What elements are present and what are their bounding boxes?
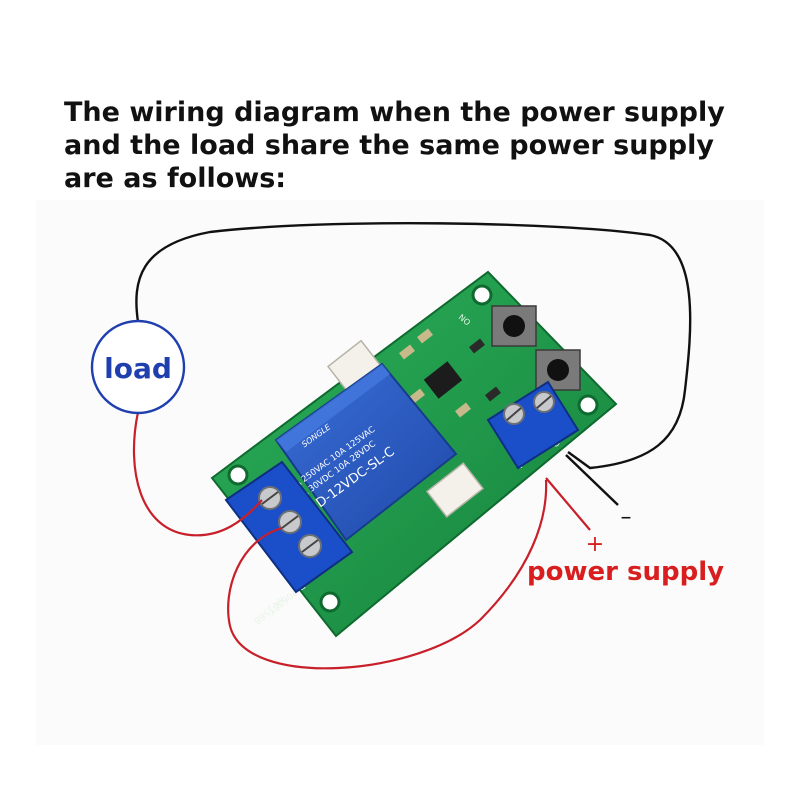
load-label: load	[104, 352, 172, 385]
relay: SONGLE 10A 250VAC 10A 125VAC 10A 30VDC 1…	[274, 362, 458, 542]
relay-output-terminal	[224, 460, 354, 594]
ic-chip	[423, 361, 463, 399]
smd-resistor	[409, 388, 425, 404]
minus-sign: –	[621, 505, 632, 530]
red-wire-load-to-relay	[132, 411, 263, 537]
load-symbol: load	[90, 319, 186, 415]
mounting-hole	[227, 464, 249, 486]
plus-sign: +	[586, 532, 604, 557]
heading-line-2: and the load share the same power supply	[64, 130, 714, 161]
mounting-hole	[319, 591, 341, 613]
heading-line-3: are as follows:	[64, 163, 287, 194]
diagram-heading: The wiring diagram when the power supply…	[64, 96, 764, 195]
power-input-terminal	[486, 380, 580, 470]
mounting-hole	[577, 394, 599, 416]
smd-resistor	[485, 386, 501, 402]
push-button	[535, 349, 581, 391]
smd-resistor	[417, 328, 433, 344]
smd-resistor	[469, 338, 485, 354]
black-wire-load-to-gnd	[135, 222, 692, 470]
black-wire-minus-lead	[565, 454, 619, 506]
push-button	[491, 305, 537, 347]
red-wire-relay-to-vcc	[227, 479, 548, 670]
mounting-hole	[471, 284, 493, 306]
heading-line-1: The wiring diagram when the power supply	[64, 97, 725, 128]
jst-connector	[425, 462, 485, 518]
smd-resistor	[455, 402, 471, 418]
smd-resistor	[399, 344, 415, 360]
red-wire-plus-lead	[545, 477, 591, 531]
power-supply-label: power supply	[527, 557, 724, 587]
